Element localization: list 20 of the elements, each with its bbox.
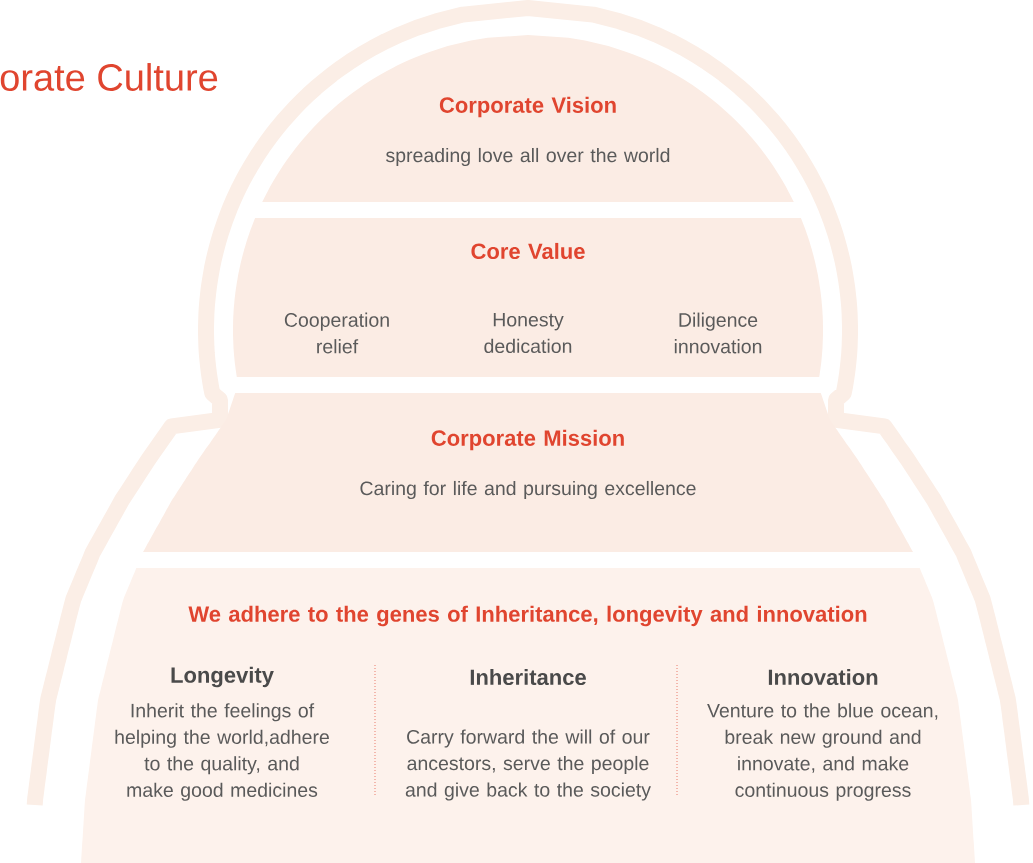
- column-heading: Innovation: [768, 668, 878, 686]
- band-text: Honesty dedication: [484, 312, 572, 354]
- band: [143, 393, 913, 552]
- band-heading: Corporate Vision: [439, 96, 616, 118]
- band-text: Cooperation relief: [284, 312, 389, 354]
- band-text: spreading love all over the world: [386, 147, 670, 167]
- band-text: Venture to the blue ocean, break new ground and innovate, and make continuous progress: [707, 703, 938, 801]
- band: [262, 35, 794, 202]
- band-text: Diligence innovation: [674, 312, 762, 354]
- band-text: Caring for life and pursuing excellence: [360, 480, 696, 500]
- band-heading: Core Value: [471, 242, 585, 260]
- title: orate Culture: [0, 63, 218, 91]
- column-heading: Inheritance: [470, 668, 586, 686]
- band: [81, 568, 975, 863]
- band: [233, 218, 823, 377]
- band-text: Carry forward the will of our ancestors, serve the people and give back to the society: [405, 729, 651, 801]
- band-text: Inherit the feelings of helping the world,adhere to the quality, and make good medicines: [115, 703, 329, 801]
- column-heading: Longevity: [171, 666, 274, 688]
- band-heading: We adhere to the genes of Inheritance, longevity and innovation: [188, 605, 867, 627]
- band-heading: Corporate Mission: [431, 429, 624, 451]
